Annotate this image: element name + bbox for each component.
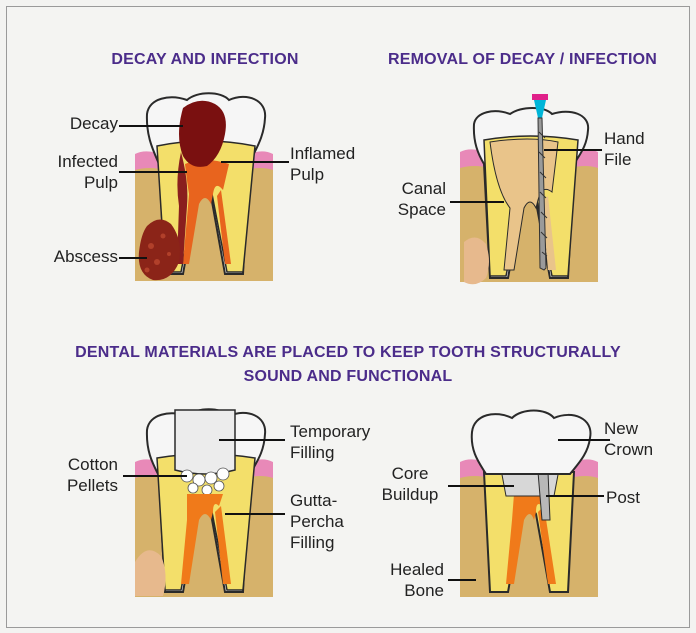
tooth-removal-illustration [450,92,610,292]
abscess-healing [135,550,166,596]
tooth-decay-illustration [125,86,285,286]
tooth-new-crown-illustration [450,402,610,602]
new-crown [472,411,591,475]
heading-decay-infection: DECAY AND INFECTION [70,51,340,69]
temporary-filling [175,410,235,474]
heading-dental-materials-line1: DENTAL MATERIALS ARE PLACED TO KEEP TOOT… [15,341,681,365]
label-decay: Decay [50,113,118,134]
tooth-temporary-filling-illustration [125,402,285,602]
heading-dental-materials: DENTAL MATERIALS ARE PLACED TO KEEP TOOT… [15,341,681,389]
abscess-healing [464,237,489,284]
label-post: Post [606,487,640,508]
heading-dental-materials-line2: SOUND AND FUNCTIONAL [15,365,681,389]
label-abscess: Abscess [30,246,118,267]
heading-removal: REMOVAL OF DECAY / INFECTION [350,51,695,69]
